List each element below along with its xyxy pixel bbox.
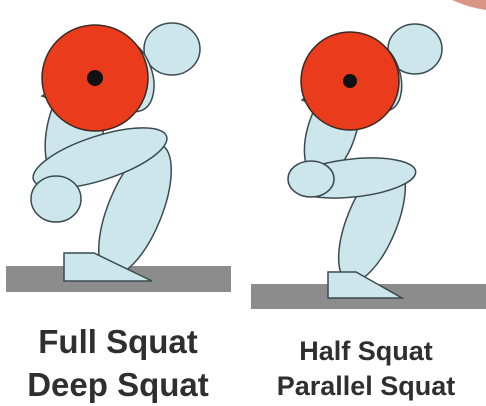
full-squat-head <box>144 23 200 75</box>
half-squat-bar-end <box>343 74 357 88</box>
full-squat-bar-end <box>87 70 103 86</box>
half-squat-caption-line-2: Parallel Squat <box>246 373 486 400</box>
full-squat-figure <box>6 23 231 292</box>
full-squat-hip <box>31 176 81 222</box>
full-squat-caption-line-2: Deep Squat <box>0 368 236 401</box>
half-squat-figure <box>251 24 486 309</box>
half-squat-caption-line-1: Half Squat <box>246 338 486 365</box>
full-squat-caption-line-1: Full Squat <box>0 325 236 358</box>
corner-artifact <box>452 0 486 10</box>
half-squat-hip <box>288 161 334 197</box>
